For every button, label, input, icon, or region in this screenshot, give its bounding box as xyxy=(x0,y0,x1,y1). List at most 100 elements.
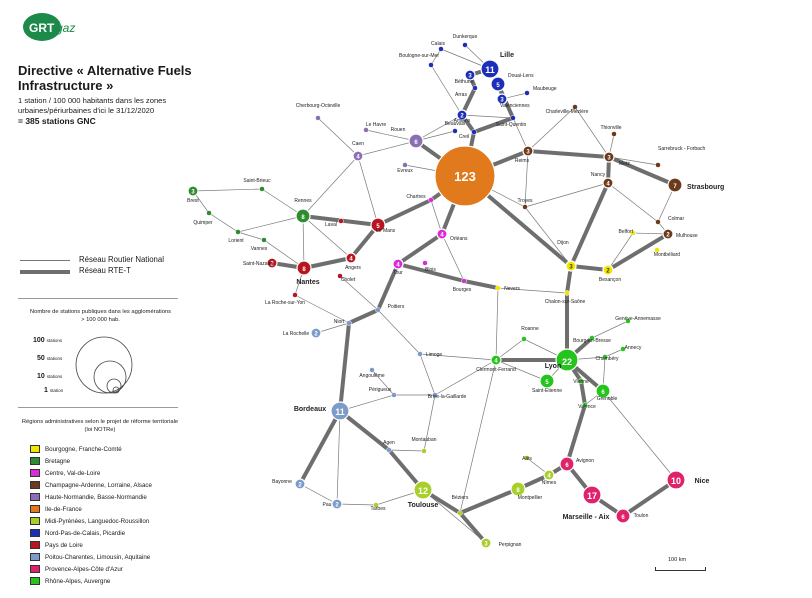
national-road xyxy=(459,359,497,514)
station-count: 3 xyxy=(569,264,573,270)
city-marker: Valence xyxy=(578,402,596,410)
city-marker: 2La Rochelle xyxy=(283,327,322,339)
station-bubble xyxy=(338,218,344,224)
station-bubble xyxy=(375,307,381,313)
region-label: Bourgogne, Franche-Comté xyxy=(45,446,122,453)
station-bubble xyxy=(589,335,595,341)
station-bubble xyxy=(363,127,369,133)
station-bubble xyxy=(666,470,686,490)
national-road xyxy=(336,410,341,505)
station-bubble xyxy=(582,402,588,408)
region-swatch xyxy=(30,445,40,454)
city-label: Boulogne-sur-Mer xyxy=(399,53,439,59)
station-bubble xyxy=(572,104,578,110)
city-label: Saint-Quentin xyxy=(496,122,527,128)
station-count: 3 xyxy=(607,155,611,161)
station-bubble xyxy=(603,151,615,163)
size-label-100: 100 stations xyxy=(33,337,63,344)
station-count: 4 xyxy=(440,232,444,238)
rte-t-network xyxy=(270,67,678,545)
region-swatch xyxy=(30,541,40,550)
city-label: Blois xyxy=(425,267,436,273)
station-bubble xyxy=(295,208,311,224)
city-marker: Troyes xyxy=(517,198,533,210)
city-marker: Calais xyxy=(431,41,445,52)
region-swatch xyxy=(30,577,40,586)
city-marker: Annecy xyxy=(620,345,642,352)
city-label: Poitiers xyxy=(388,304,405,310)
sizes-caption: Nombre de stations publiques dans les ag… xyxy=(29,309,172,323)
station-count: 8 xyxy=(516,488,520,494)
city-marker: Creil xyxy=(459,129,477,140)
city-label: Pau xyxy=(323,502,332,508)
station-bubble xyxy=(559,456,575,472)
grtgaz-logo: GRT gaz xyxy=(23,13,75,41)
city-label: Alès xyxy=(522,456,532,462)
station-count: 3 xyxy=(468,73,472,79)
national-road xyxy=(302,215,352,259)
station-bubble xyxy=(452,128,458,134)
region-label: Champagne-Ardenne, Lorraine, Alsace xyxy=(45,482,152,489)
station-bubble xyxy=(413,480,433,500)
station-bubble xyxy=(620,346,626,352)
station-bubble xyxy=(417,351,423,357)
city-label: Toulouse xyxy=(408,502,439,509)
station-bubble xyxy=(595,383,611,399)
city-label: Périgueux xyxy=(369,387,392,393)
station-count: 4 xyxy=(547,473,551,479)
station-bubble xyxy=(428,197,434,203)
national-road xyxy=(357,155,379,226)
city-label: Agen xyxy=(383,440,395,446)
station-bubble xyxy=(206,210,212,216)
city-label: Valenciennes xyxy=(500,103,530,109)
station-bubble xyxy=(462,42,468,48)
city-label: Lyon xyxy=(545,363,561,370)
separator xyxy=(18,407,178,408)
city-label: Lorient xyxy=(228,238,244,244)
city-label: Laval xyxy=(325,222,337,228)
city-marker: Boulogne-sur-Mer xyxy=(399,53,439,68)
region-label: Pays de Loire xyxy=(45,542,83,549)
national-road xyxy=(315,322,350,334)
city-marker: Tarbes xyxy=(370,502,386,512)
city-marker: Chalon-sur-Saône xyxy=(545,290,586,305)
city-label: Amiens xyxy=(454,118,471,124)
national-road xyxy=(237,215,304,233)
national-road xyxy=(570,232,634,271)
region-label: Poitou-Charentes, Limousin, Aquitaine xyxy=(45,554,151,561)
station-bubble xyxy=(331,498,343,510)
city-marker: 123 xyxy=(434,145,496,207)
subtitle: 1 station / 100 000 habitants dans les z… xyxy=(18,96,218,126)
station-bubble xyxy=(539,373,555,389)
regions-caption: Régions administratives selon le projet … xyxy=(21,419,179,433)
station-bubble xyxy=(261,237,267,243)
city-label: Rennes xyxy=(294,198,312,204)
region-swatch xyxy=(30,469,40,478)
size-circle-10 xyxy=(106,378,122,394)
station-bubble xyxy=(490,76,506,92)
station-count: 2 xyxy=(666,232,670,238)
size-legend-circles xyxy=(75,336,133,394)
national-road xyxy=(430,64,463,116)
national-road xyxy=(602,390,677,481)
city-label: Nancy xyxy=(591,172,606,178)
city-label: Montbéliard xyxy=(654,252,680,258)
city-label: Strasbourg xyxy=(687,184,724,191)
station-bubble xyxy=(625,318,631,324)
station-count: 3 xyxy=(500,97,504,103)
station-bubble xyxy=(369,367,375,373)
region-label: Ile-de-France xyxy=(45,506,82,513)
station-bubble xyxy=(421,448,427,454)
city-marker: Bourges xyxy=(453,278,472,293)
station-bubble xyxy=(564,290,570,296)
city-label: Grenoble xyxy=(597,396,618,402)
city-label: Vannes xyxy=(251,246,268,252)
